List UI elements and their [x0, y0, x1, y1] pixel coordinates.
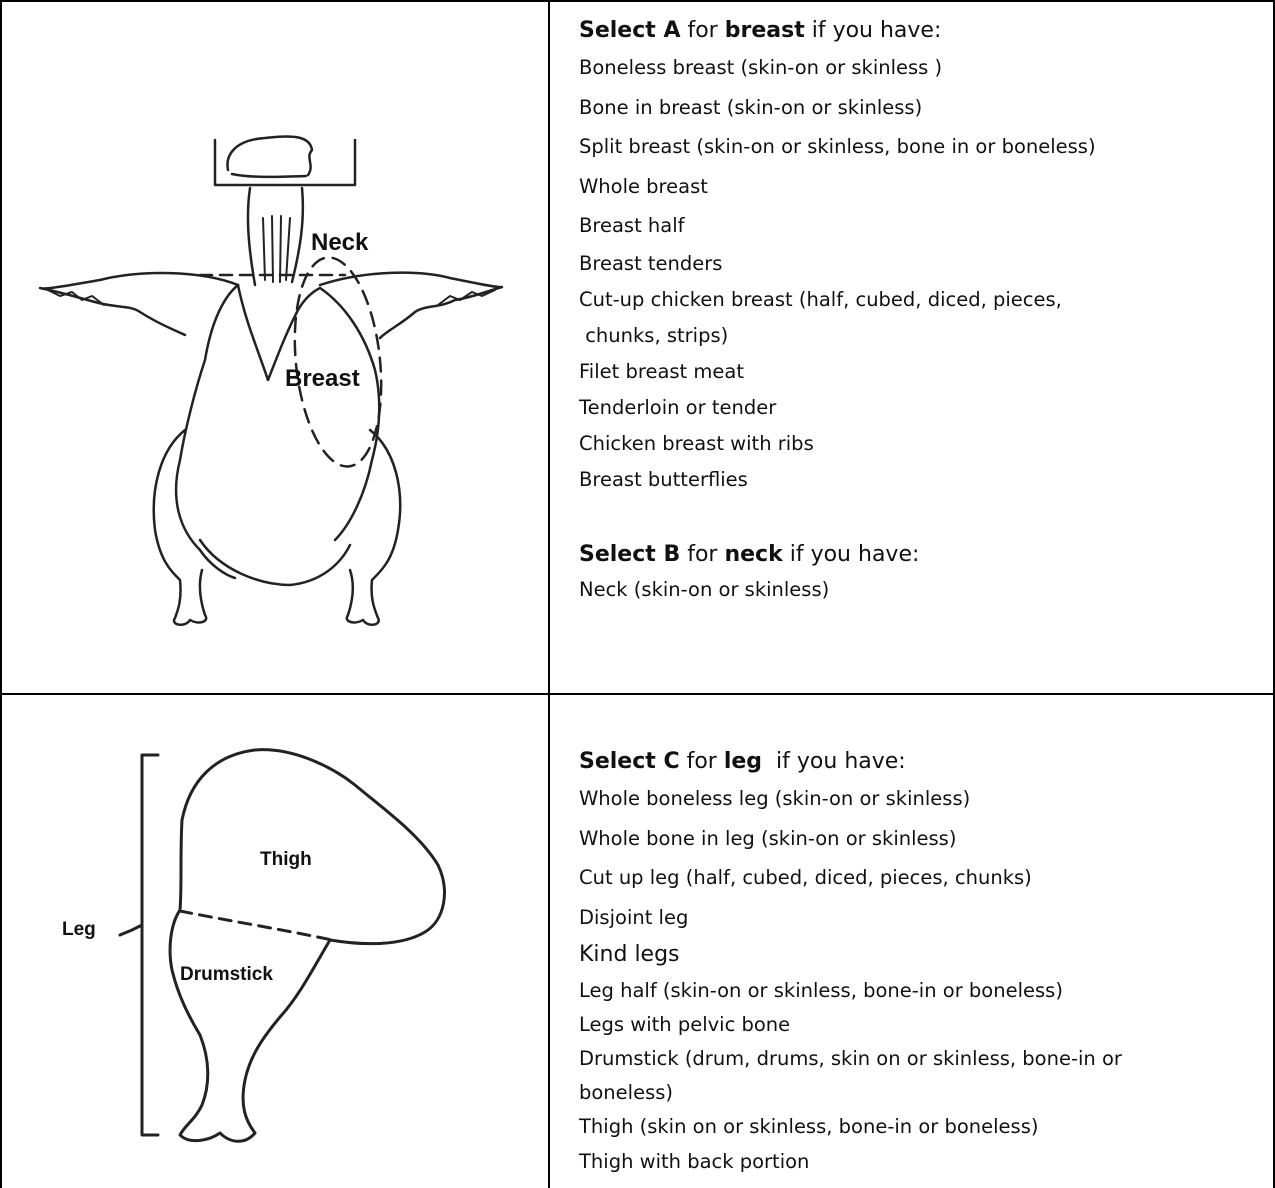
list-item: Thigh with back portion	[579, 1145, 1259, 1179]
breast-label: Breast	[285, 365, 360, 392]
leg-label: Leg	[62, 919, 96, 940]
list-item: Kind legs	[579, 937, 1259, 973]
list-item: Breast butterflies	[579, 462, 1259, 498]
list-item: Whole breast	[579, 167, 1259, 207]
list-item: Disjoint leg	[579, 898, 1259, 938]
leg-bracket	[142, 755, 158, 1135]
neck-label: Neck	[311, 229, 369, 256]
list-item: Boneless breast (skin-on or skinless )	[579, 48, 1259, 88]
column-divider	[548, 0, 550, 1188]
drumstick-label: Drumstick	[180, 964, 273, 985]
list-item: Tenderloin or tender	[579, 390, 1259, 426]
list-item: Legs with pelvic bone	[579, 1009, 1259, 1041]
select-a-label: Select A	[579, 18, 680, 43]
list-item: Bone in breast (skin-on or skinless)	[579, 88, 1259, 128]
table-border-top	[0, 0, 1275, 2]
select-c-heading: Select C for leg if you have:	[579, 745, 1259, 779]
list-item: Thigh (skin on or skinless, bone-in or b…	[579, 1109, 1259, 1145]
list-item: Breast tenders	[579, 246, 1259, 282]
breast-neck-text-column: Select A for breast if you have: Boneles…	[579, 14, 1259, 608]
list-item: Chicken breast with ribs	[579, 426, 1259, 462]
thigh-drumstick-separator	[180, 911, 332, 940]
table-border-left	[0, 0, 2, 1188]
heading-for: for	[680, 18, 724, 43]
heading-rest: if you have:	[805, 18, 942, 43]
select-c-label: Select C	[579, 749, 680, 774]
heading-for: for	[680, 749, 724, 774]
heading-for: for	[680, 542, 724, 567]
row-divider	[0, 693, 1275, 695]
list-item: Whole boneless leg (skin-on or skinless)	[579, 779, 1259, 819]
list-item: Cut up leg (half, cubed, diced, pieces, …	[579, 858, 1259, 898]
list-item: Breast half	[579, 206, 1259, 246]
spacer	[579, 498, 1259, 538]
list-item: chunks, strips)	[579, 318, 1259, 354]
select-b-label: Select B	[579, 542, 680, 567]
breast-outline	[285, 253, 390, 471]
list-item: Split breast (skin-on or skinless, bone …	[579, 127, 1259, 167]
whole-chicken-illustration: Neck Breast	[20, 130, 520, 630]
select-b-heading: Select B for neck if you have:	[579, 538, 1259, 572]
select-a-heading: Select A for breast if you have:	[579, 14, 1259, 48]
list-item: Filet breast meat	[579, 354, 1259, 390]
list-item: Leg half (skin-on or skinless, bone-in o…	[579, 973, 1259, 1009]
breast-part-label: breast	[725, 18, 805, 43]
list-item: Neck (skin-on or skinless)	[579, 572, 1259, 608]
list-item: Cut-up chicken breast (half, cubed, dice…	[579, 282, 1259, 318]
list-item: boneless)	[579, 1077, 1259, 1109]
leg-part-label: leg	[724, 749, 762, 774]
heading-rest: if you have:	[783, 542, 920, 567]
list-item: Drumstick (drum, drums, skin on or skinl…	[579, 1041, 1259, 1077]
heading-rest: if you have:	[762, 749, 906, 774]
list-item: Whole bone in leg (skin-on or skinless)	[579, 819, 1259, 859]
thigh-label: Thigh	[260, 849, 312, 870]
leg-text-column: Select C for leg if you have: Whole bone…	[579, 745, 1259, 1179]
neck-part-label: neck	[724, 542, 782, 567]
leg-illustration: Leg Thigh Drumstick	[40, 725, 520, 1185]
